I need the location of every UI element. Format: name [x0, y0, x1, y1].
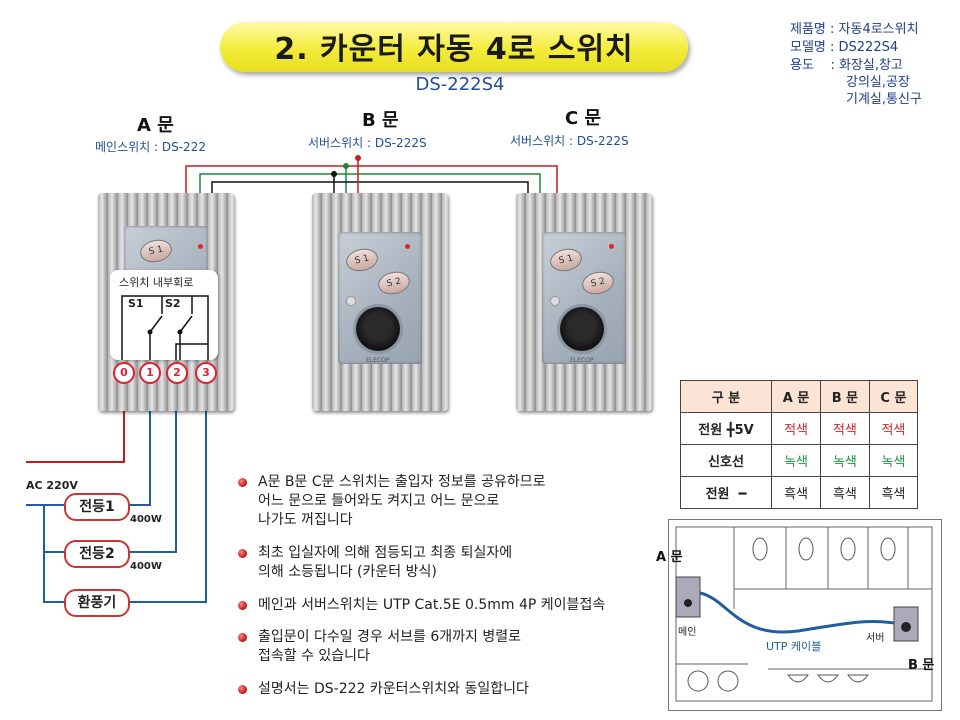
bullet-icon	[238, 478, 247, 487]
bullet-3-line-1: 메인과 서버스위치는 UTP Cat.5E 0.5mm 4P 케이블접속	[258, 597, 606, 613]
spec-usage-2: 강의실,공장	[846, 75, 910, 90]
load-lamp-2: 전등2	[64, 540, 130, 568]
table-cell: 녹색	[868, 444, 919, 477]
ac-label: AC 220V	[26, 479, 78, 492]
terminal-0: 0	[113, 362, 135, 384]
inner-s2-label: S2	[165, 297, 181, 310]
spec-model: 모델명 : DS222S4	[790, 40, 899, 55]
table-cell: 적색	[868, 412, 919, 445]
table-row-signal: 신호선	[680, 444, 772, 477]
load-lamp-2-watt: 400W	[130, 561, 162, 572]
table-cell: 적색	[770, 412, 822, 445]
floor-door-b: B 문	[908, 658, 935, 673]
spec-product: 제품명 : 자동4로스위치	[790, 22, 919, 37]
table-header-category: 구 분	[680, 380, 772, 413]
floor-door-a: A 문	[656, 550, 683, 565]
switch-c-led	[609, 244, 614, 249]
switch-b-screw	[346, 296, 356, 306]
floor-plan-drawing	[675, 526, 933, 702]
door-c-label: C 문	[565, 108, 602, 129]
terminal-1: 1	[139, 362, 161, 384]
bullet-1-line-2: 어느 문으로 들어와도 켜지고 어느 문으로	[258, 493, 500, 509]
switch-b-sensor	[356, 307, 400, 351]
table-row-power-minus: 전원 ━	[680, 476, 772, 509]
table-cell: 흑색	[770, 476, 822, 509]
model-title: DS-222S4	[415, 74, 505, 95]
bus-green-wire	[199, 166, 541, 193]
terminal-3: 3	[195, 362, 217, 384]
bullet-icon	[238, 601, 247, 610]
door-a-label: A 문	[137, 115, 174, 136]
inner-circuit-title: 스위치 내부회로	[119, 276, 194, 289]
switch-a-led	[198, 244, 203, 249]
floor-main-label: 메인	[678, 627, 697, 638]
switch-b-brand: ELECOP	[366, 357, 390, 364]
bus-black-wire	[211, 174, 529, 193]
switch-b-led	[405, 244, 410, 249]
bullet-1-line-3: 나가도 꺼집니다	[258, 512, 353, 528]
inner-circuit-symbol	[121, 295, 209, 360]
floor-cable-label: UTP 케이블	[766, 640, 822, 653]
bullet-2-line-2: 의해 소등됩니다 (카운터 방식)	[258, 564, 437, 580]
table-row-power-plus: 전원 ╋5V	[680, 412, 772, 445]
bullet-2-line-1: 최초 입실자에 의해 점등되고 최종 퇴실자에	[258, 545, 513, 561]
spec-usage: 용도 : 화장실,창고	[790, 58, 903, 73]
table-cell: 흑색	[868, 476, 919, 509]
terminal-2: 2	[166, 362, 188, 384]
title-banner	[220, 22, 688, 72]
switch-c-sensor	[560, 307, 604, 351]
table-cell: 흑색	[820, 476, 870, 509]
spec-usage-3: 기계실,통신구	[846, 92, 922, 107]
floor-sub-label: 서버	[866, 633, 885, 644]
inner-circuit-box	[110, 270, 218, 360]
door-c-sub: 서버스위치 : DS-222S	[510, 134, 629, 148]
bullet-icon	[238, 549, 247, 558]
table-header-c: C 문	[868, 380, 919, 413]
bullet-1-line-1: A문 B문 C문 스위치는 출입자 정보를 공유하므로	[258, 474, 546, 490]
table-header-b: B 문	[820, 380, 870, 413]
door-a-sub: 메인스위치 : DS-222	[95, 140, 206, 154]
inner-s1-label: S1	[128, 297, 144, 310]
switch-c-screw	[550, 296, 560, 306]
junction-black	[331, 171, 337, 177]
bullet-icon	[238, 685, 247, 694]
bus-red-wire	[185, 165, 558, 193]
table-header-a: A 문	[770, 380, 822, 413]
load-lamp-1-watt: 400W	[130, 514, 162, 525]
wire-color-table: 구 분 A 문 B 문 C 문 전원 ╋5V 적색 적색 적색 신호선 녹색 녹…	[680, 380, 919, 509]
bullet-4-line-1: 출입문이 다수일 경우 서브를 6개까지 병렬로	[258, 629, 521, 645]
bullet-icon	[238, 633, 247, 642]
table-cell: 적색	[820, 412, 870, 445]
floor-main-switch	[675, 576, 701, 618]
switch-c-brand: ELECOP	[570, 357, 594, 364]
table-cell: 녹색	[770, 444, 822, 477]
bullet-4-line-2: 접속할 수 있습니다	[258, 648, 370, 664]
load-lamp-1: 전등1	[64, 493, 130, 521]
load-fan: 환풍기	[64, 589, 130, 617]
junction-green	[343, 163, 349, 169]
table-cell: 녹색	[820, 444, 870, 477]
page-title: 2. 카운터 자동 4로 스위치	[274, 32, 634, 67]
door-b-sub: 서버스위치 : DS-222S	[308, 136, 427, 150]
door-b-label: B 문	[362, 110, 399, 131]
bullet-5-line-1: 설명서는 DS-222 카운터스위치와 동일합니다	[258, 681, 529, 697]
